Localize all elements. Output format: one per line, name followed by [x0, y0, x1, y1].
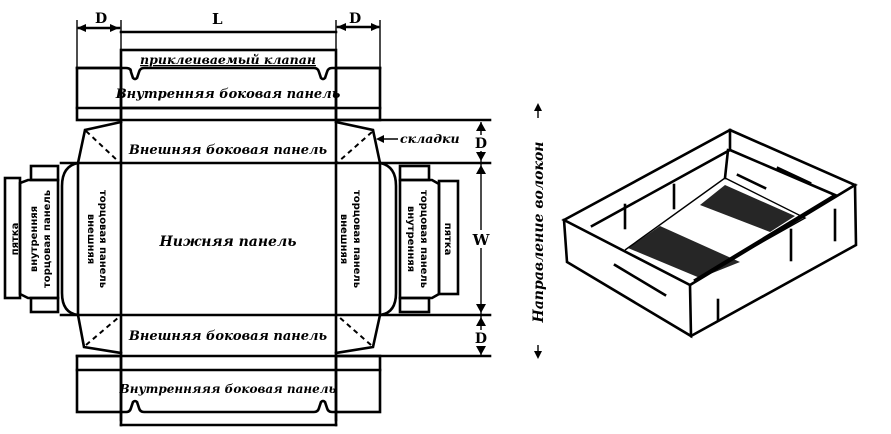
arrowhead: [476, 317, 486, 326]
inner-side-top-label: Внутренняя боковая панель: [115, 87, 341, 102]
arrowhead: [110, 24, 119, 32]
inner-end-tab-left-bottom: [29, 296, 60, 314]
inner-end-tab-right-bottom: [398, 296, 431, 314]
outer-side-top-label: Внешняя боковая панель: [128, 143, 328, 158]
box-front-side: [562, 218, 693, 339]
fiber-direction: Направление волокон: [531, 103, 547, 359]
box-fiber-arrows: [613, 166, 837, 322]
top-inner-side-assembly: приклеиваемый клапан Внутренняя боковая …: [75, 48, 382, 122]
bottom-inner-side-assembly: Внутренняяя боковая панель: [75, 354, 382, 427]
glue-flap-label: приклеиваемый клапан: [140, 52, 316, 67]
gusset-left-top: [76, 120, 123, 165]
box-floor-shadow-left: [628, 226, 740, 278]
corner-tab-left: [75, 66, 123, 122]
assembled-box-illustration: [561, 128, 858, 339]
gusset-fold-left-top: [85, 130, 120, 163]
corner-tab-right: [334, 66, 382, 122]
inner-end-tab-right-top: [398, 164, 431, 182]
gusset-right-bottom: [334, 313, 382, 355]
arrow-up-icon: [534, 103, 542, 111]
glue-flap-notch-line: [75, 66, 382, 81]
fiber-arrow: [776, 166, 812, 185]
top-outer-side-assembly: Внешняя боковая панель: [59, 106, 492, 422]
inner-end-tab-left-top: [29, 164, 60, 182]
box-floor-shadow-right: [700, 185, 795, 232]
fiber-arrow: [736, 173, 767, 190]
arrowhead: [476, 165, 486, 174]
box-right-side: [689, 183, 858, 338]
dim-label-d-right: D: [349, 11, 361, 27]
bottom-notch-line: [119, 399, 338, 414]
corner-tab-right-bottom: [334, 354, 382, 414]
heel-right: [437, 179, 460, 296]
left-inner-end-label-1: внутренняя: [29, 206, 40, 272]
left-end-assembly: внешняя торцовая панель внутренняя торцо…: [3, 161, 108, 317]
arrowhead: [476, 346, 486, 355]
inner-side-bottom-label: Внутренняяя боковая панель: [119, 382, 337, 396]
left-outer-end-label-1: внешняя: [85, 214, 96, 264]
left-heel-label: пятка: [10, 223, 21, 256]
arrowhead: [476, 304, 486, 313]
right-outer-end-label-1: внешняя: [338, 214, 349, 264]
bottom-panel: Нижняя панель: [59, 234, 492, 317]
fiber-direction-label: Направление волокон: [531, 142, 547, 324]
right-inner-end-label-2: торцовая панель: [418, 190, 429, 288]
arrowhead: [376, 135, 384, 143]
box-inner-corner: [723, 148, 730, 180]
heel-left: [3, 176, 22, 300]
box-floor: [624, 177, 807, 281]
right-end-assembly: внешняя торцовая панель внутренняя торцо…: [338, 161, 460, 317]
right-outer-end-label-2: торцовая панель: [351, 190, 362, 288]
folds-label: складки: [400, 131, 460, 146]
dim-label-l: L: [212, 10, 223, 28]
arrow-down-icon: [534, 351, 542, 359]
right-heel-label: пятка: [442, 223, 453, 256]
dimension-top: D L D: [76, 10, 381, 68]
left-outer-end-label-2: торцовая панель: [97, 190, 108, 288]
dim-label-d-left: D: [95, 11, 107, 27]
label-bg: [472, 230, 490, 248]
bottom-outer-side-assembly: Внешняя боковая панель: [75, 313, 492, 358]
right-inner-end-label-1: внутренняя: [405, 206, 416, 272]
outer-end-curve-right: [378, 161, 398, 317]
arrowhead: [476, 122, 486, 131]
dim-label-w: W: [472, 231, 491, 249]
arrowhead: [476, 152, 486, 161]
arrowhead: [371, 23, 380, 31]
fiber-arrow: [613, 263, 667, 297]
corner-tab-left-bottom: [75, 354, 123, 414]
gusset-fold-left-bottom: [85, 316, 120, 346]
label-bg: [474, 330, 488, 346]
gusset-left-bottom: [76, 313, 123, 355]
dim-label-d-bottom: D: [475, 331, 487, 347]
dimension-right: D W D: [472, 122, 491, 355]
outer-side-bottom-label: Внешняя боковая панель: [128, 329, 328, 344]
gusset-right-top: [334, 120, 382, 165]
arrowhead: [337, 23, 346, 31]
label-bg: [474, 135, 488, 151]
dim-label-d-top: D: [475, 136, 487, 152]
gusset-fold-right-top: [337, 131, 373, 163]
bottom-panel-label: Нижняя панель: [159, 234, 297, 250]
outer-end-curve-left: [60, 161, 80, 317]
folds-annotation: складки: [376, 131, 460, 146]
arrowhead: [77, 24, 86, 32]
box-inner-rim: [590, 148, 838, 282]
left-inner-end-label-2: торцовая панель: [42, 190, 53, 288]
gusset-fold-right-bottom: [338, 316, 372, 346]
